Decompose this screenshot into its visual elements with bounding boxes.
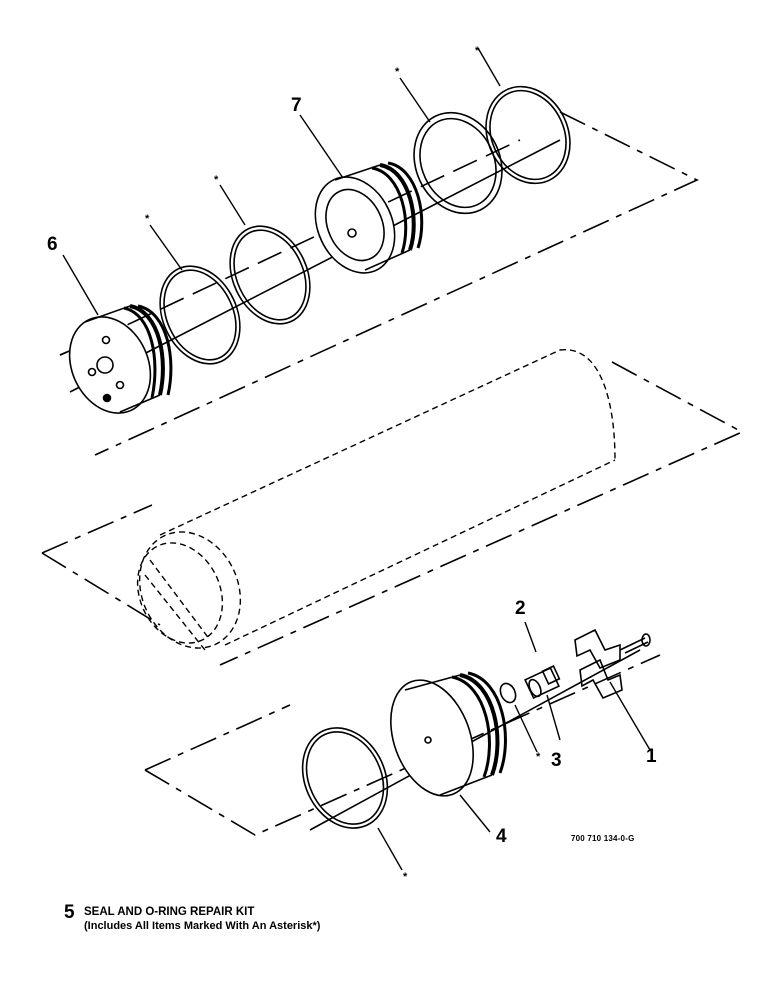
callout-1: 1 bbox=[646, 746, 657, 767]
leader-3 bbox=[546, 694, 561, 741]
leader-2 bbox=[524, 621, 537, 653]
o-ring-left-upper bbox=[159, 265, 241, 365]
lower-axis bbox=[309, 649, 641, 831]
callout-4: 4 bbox=[496, 826, 507, 847]
middle-plane-outline bbox=[41, 361, 744, 666]
leader-star-1 bbox=[149, 224, 183, 271]
kit-title: SEAL AND O-RING REPAIR KIT bbox=[84, 906, 255, 918]
asterisk-mark: * bbox=[403, 871, 408, 883]
piston bbox=[314, 161, 424, 274]
asterisk-mark: * bbox=[475, 45, 480, 57]
upper-plane-edge bbox=[94, 139, 521, 341]
seal-ring-upper bbox=[413, 111, 503, 215]
leader-star-4 bbox=[477, 47, 501, 87]
leader-7 bbox=[299, 114, 344, 179]
kit-number: 5 bbox=[64, 902, 75, 923]
leader-6 bbox=[62, 254, 99, 316]
asterisk-mark: * bbox=[536, 751, 541, 763]
leader-star-6 bbox=[377, 827, 403, 871]
upper-plane-outline bbox=[59, 111, 699, 456]
washer bbox=[499, 682, 517, 704]
leader-star-5 bbox=[514, 704, 538, 753]
asterisk-mark: * bbox=[145, 213, 150, 225]
upper-axis bbox=[69, 139, 561, 393]
cap-end bbox=[390, 671, 507, 797]
callout-7: 7 bbox=[291, 95, 302, 116]
leader-star-2 bbox=[219, 184, 246, 226]
asterisk-mark: * bbox=[395, 66, 400, 78]
asterisk-mark: * bbox=[214, 174, 219, 186]
o-ring-right-upper bbox=[485, 85, 571, 185]
leader-star-3 bbox=[399, 77, 431, 123]
leader-4 bbox=[459, 794, 491, 833]
drawing-reference-number: 700 710 134-0-G bbox=[571, 834, 635, 843]
bracket bbox=[574, 628, 651, 700]
callout-3: 3 bbox=[551, 750, 562, 771]
lower-plane-outline bbox=[144, 654, 661, 836]
kit-note: (Includes All Items Marked With An Aster… bbox=[84, 920, 321, 932]
callout-6: 6 bbox=[47, 234, 58, 255]
cylinder-barrel bbox=[136, 349, 616, 651]
cylinder-head bbox=[68, 304, 173, 414]
o-ring-lower bbox=[301, 727, 389, 829]
callout-2: 2 bbox=[515, 598, 526, 619]
leader-1 bbox=[609, 681, 651, 751]
fitting bbox=[524, 665, 561, 700]
o-ring-middle-upper bbox=[229, 225, 311, 325]
